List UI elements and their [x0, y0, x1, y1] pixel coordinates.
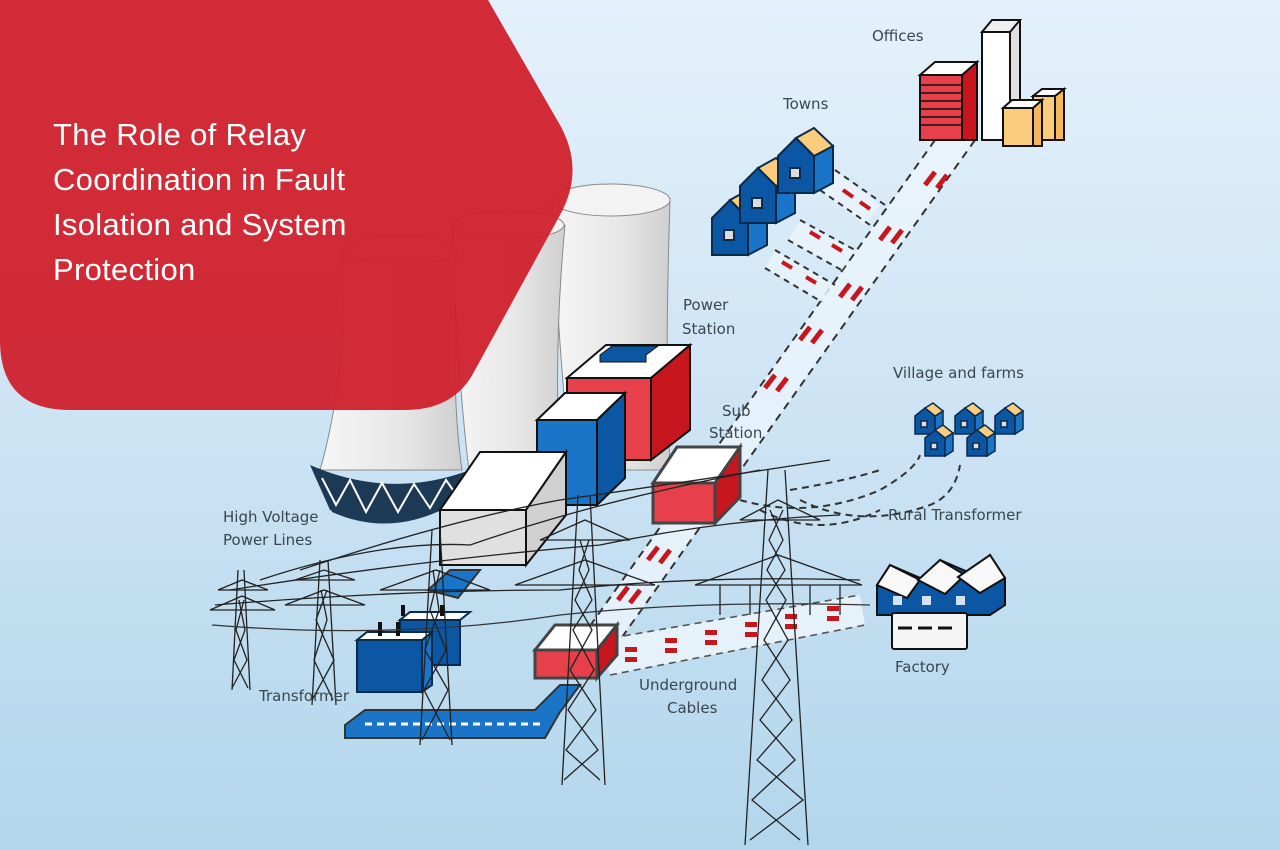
factory-building: [875, 553, 1007, 650]
local-substation: [531, 620, 621, 683]
pylon-large-right: [694, 469, 863, 846]
label-village: Village and farms: [893, 364, 1024, 382]
title-banner-shape: [0, 0, 573, 410]
label-underground-line1: Underground: [639, 676, 737, 694]
label-rural-transformer: Rural Transformer: [888, 506, 1022, 524]
village-houses: [914, 402, 1025, 458]
pylon-left-1: [209, 569, 276, 691]
title-line: Protection: [53, 252, 196, 287]
pylons: [209, 459, 871, 846]
label-offices: Offices: [872, 27, 924, 45]
page-title: The Role of Relay Coordination in Fault …: [53, 112, 473, 292]
offices-buildings: [917, 19, 1067, 147]
label-power-station-line2: Station: [682, 320, 735, 338]
title-line: Coordination in Fault: [53, 162, 346, 197]
diagram-labels: Offices Towns Power Station Sub Station …: [223, 27, 1024, 717]
label-power-station-line1: Power: [683, 296, 729, 314]
label-underground-line2: Cables: [667, 699, 718, 717]
pylon-left-3: [379, 529, 491, 746]
label-hv-lines-line2: Power Lines: [223, 531, 312, 549]
rural-lines: [739, 454, 961, 526]
label-factory: Factory: [895, 658, 950, 676]
pylon-middle: [514, 494, 656, 786]
transformer-block: [344, 569, 582, 739]
label-hv-lines-line1: High Voltage: [223, 508, 319, 526]
label-towns: Towns: [782, 95, 829, 113]
label-transformer: Transformer: [258, 687, 350, 705]
label-sub-station-line2: Station: [709, 424, 762, 442]
title-line: Isolation and System: [53, 207, 347, 242]
town-houses: [711, 126, 835, 257]
pylon-left-2: [284, 559, 366, 706]
title-line: The Role of Relay: [53, 117, 307, 152]
label-sub-station-line1: Sub: [722, 402, 751, 420]
